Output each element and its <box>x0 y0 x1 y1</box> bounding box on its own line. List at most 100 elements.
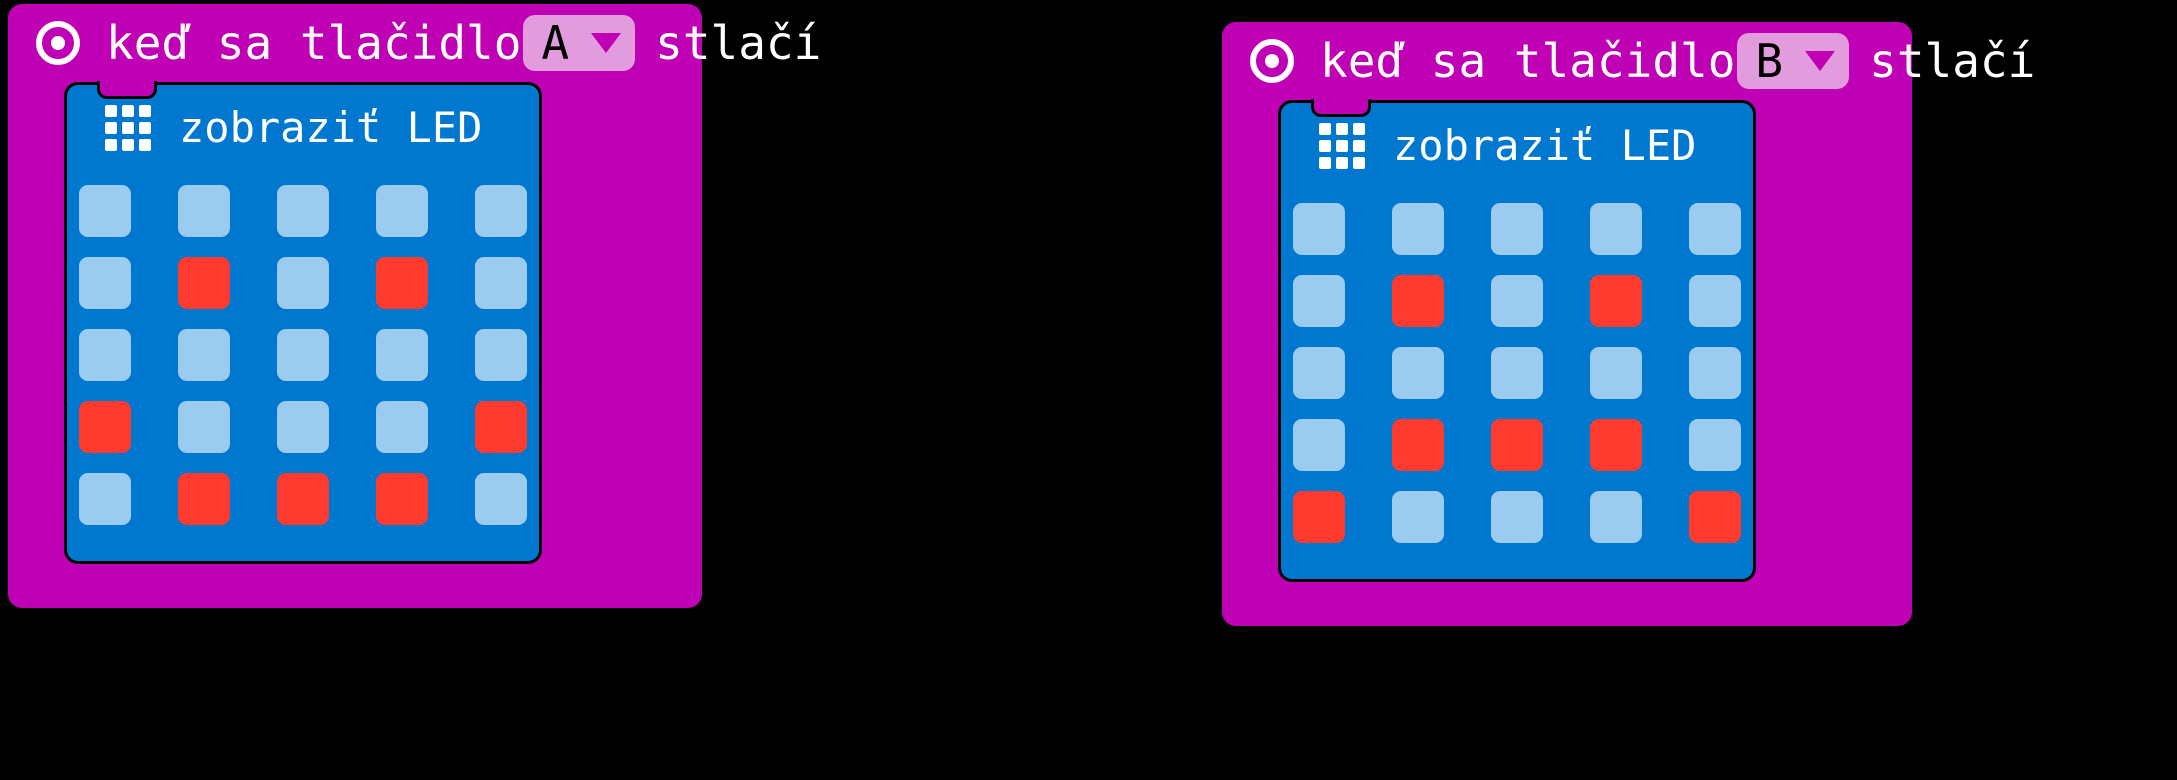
led-cell[interactable] <box>1369 409 1468 481</box>
led-matrix-a[interactable] <box>67 149 539 561</box>
led-cell[interactable] <box>1567 337 1666 409</box>
led-off[interactable] <box>277 257 329 309</box>
led-cell[interactable] <box>1468 193 1567 265</box>
led-on[interactable] <box>277 473 329 525</box>
led-cell[interactable] <box>1468 481 1567 553</box>
led-cell[interactable] <box>452 319 551 391</box>
led-cell[interactable] <box>1369 481 1468 553</box>
led-off[interactable] <box>1590 491 1642 543</box>
led-cell[interactable] <box>1468 337 1567 409</box>
led-off[interactable] <box>1392 347 1444 399</box>
led-off[interactable] <box>1392 203 1444 255</box>
led-cell[interactable] <box>56 463 155 535</box>
led-cell[interactable] <box>452 391 551 463</box>
led-off[interactable] <box>1293 275 1345 327</box>
led-cell[interactable] <box>1666 481 1765 553</box>
led-cell[interactable] <box>1567 265 1666 337</box>
led-matrix-b[interactable] <box>1281 167 1753 579</box>
led-on[interactable] <box>1392 275 1444 327</box>
led-on[interactable] <box>178 473 230 525</box>
led-on[interactable] <box>178 257 230 309</box>
led-off[interactable] <box>376 329 428 381</box>
led-on[interactable] <box>1590 275 1642 327</box>
led-cell[interactable] <box>1270 409 1369 481</box>
led-off[interactable] <box>79 257 131 309</box>
led-off[interactable] <box>1689 203 1741 255</box>
event-block-header-a[interactable]: keď sa tlačidlo A stlačí <box>8 4 821 82</box>
led-cell[interactable] <box>1567 409 1666 481</box>
led-on[interactable] <box>1491 419 1543 471</box>
led-off[interactable] <box>1689 275 1741 327</box>
led-off[interactable] <box>475 257 527 309</box>
button-select-dropdown-a[interactable]: A <box>523 15 636 71</box>
led-off[interactable] <box>277 185 329 237</box>
led-off[interactable] <box>79 473 131 525</box>
led-off[interactable] <box>1590 347 1642 399</box>
led-on[interactable] <box>1689 491 1741 543</box>
led-cell[interactable] <box>1369 193 1468 265</box>
led-cell[interactable] <box>452 463 551 535</box>
led-off[interactable] <box>376 401 428 453</box>
led-off[interactable] <box>1491 491 1543 543</box>
led-cell[interactable] <box>1567 193 1666 265</box>
led-cell[interactable] <box>254 463 353 535</box>
led-off[interactable] <box>1491 203 1543 255</box>
button-select-dropdown-b[interactable]: B <box>1737 33 1850 89</box>
show-leds-block-b[interactable]: zobraziť LED <box>1278 99 1756 582</box>
led-cell[interactable] <box>254 319 353 391</box>
led-cell[interactable] <box>254 175 353 247</box>
event-block-button-a[interactable]: keď sa tlačidlo A stlačí zobraziť LED <box>8 4 821 608</box>
led-cell[interactable] <box>155 463 254 535</box>
led-cell[interactable] <box>353 463 452 535</box>
led-cell[interactable] <box>56 391 155 463</box>
led-off[interactable] <box>178 185 230 237</box>
led-off[interactable] <box>475 185 527 237</box>
led-off[interactable] <box>1293 347 1345 399</box>
led-cell[interactable] <box>1468 409 1567 481</box>
led-off[interactable] <box>1293 203 1345 255</box>
led-cell[interactable] <box>1666 409 1765 481</box>
led-off[interactable] <box>277 401 329 453</box>
led-cell[interactable] <box>353 175 452 247</box>
led-cell[interactable] <box>56 319 155 391</box>
led-cell[interactable] <box>452 247 551 319</box>
led-cell[interactable] <box>254 391 353 463</box>
led-on[interactable] <box>1392 419 1444 471</box>
led-cell[interactable] <box>1468 265 1567 337</box>
led-cell[interactable] <box>155 391 254 463</box>
led-on[interactable] <box>376 473 428 525</box>
led-cell[interactable] <box>1369 337 1468 409</box>
led-off[interactable] <box>277 329 329 381</box>
led-cell[interactable] <box>56 175 155 247</box>
led-cell[interactable] <box>155 175 254 247</box>
led-off[interactable] <box>178 329 230 381</box>
led-off[interactable] <box>178 401 230 453</box>
led-off[interactable] <box>79 329 131 381</box>
led-on[interactable] <box>1590 419 1642 471</box>
led-off[interactable] <box>1689 347 1741 399</box>
led-cell[interactable] <box>1567 481 1666 553</box>
led-on[interactable] <box>79 401 131 453</box>
led-cell[interactable] <box>1270 265 1369 337</box>
led-cell[interactable] <box>1666 193 1765 265</box>
led-cell[interactable] <box>353 391 452 463</box>
led-cell[interactable] <box>353 247 452 319</box>
led-off[interactable] <box>1491 275 1543 327</box>
led-cell[interactable] <box>155 247 254 319</box>
led-off[interactable] <box>475 329 527 381</box>
event-block-header-b[interactable]: keď sa tlačidlo B stlačí <box>1222 22 2035 100</box>
led-off[interactable] <box>376 185 428 237</box>
led-cell[interactable] <box>1270 193 1369 265</box>
led-on[interactable] <box>475 401 527 453</box>
led-cell[interactable] <box>1270 481 1369 553</box>
led-cell[interactable] <box>452 175 551 247</box>
led-cell[interactable] <box>1666 337 1765 409</box>
led-cell[interactable] <box>1369 265 1468 337</box>
led-on[interactable] <box>376 257 428 309</box>
led-off[interactable] <box>79 185 131 237</box>
led-cell[interactable] <box>1666 265 1765 337</box>
led-cell[interactable] <box>353 319 452 391</box>
led-off[interactable] <box>1293 419 1345 471</box>
led-off[interactable] <box>1689 419 1741 471</box>
led-cell[interactable] <box>1270 337 1369 409</box>
